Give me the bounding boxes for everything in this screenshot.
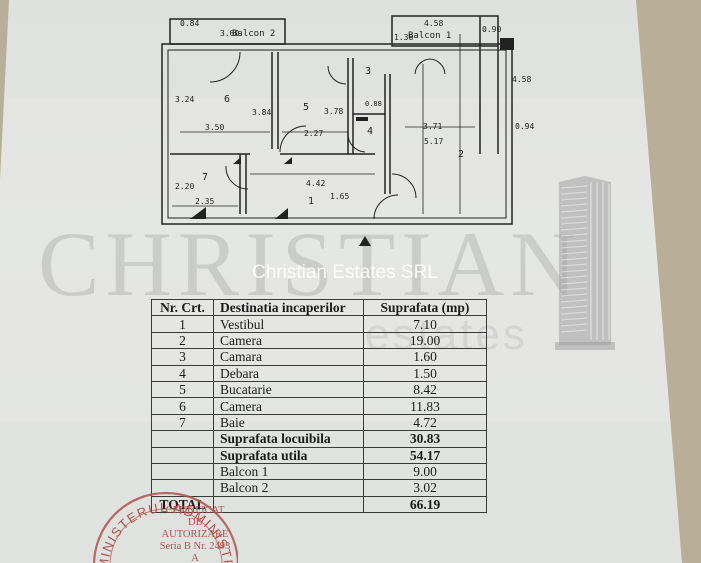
- room-7-dim-b: 2.35: [195, 197, 214, 206]
- balcony-2-dim-depth: 0.84: [180, 19, 199, 28]
- room-6-dim-c: 3.84: [252, 108, 271, 117]
- room-1-number: 1: [308, 196, 314, 207]
- stamp-line: CERTIFICAT: [165, 505, 225, 516]
- cell-room: Camara: [213, 348, 364, 366]
- header-room: Destinatia incaperilor: [213, 298, 364, 317]
- cell-room: Bucatarie: [213, 380, 364, 399]
- stamp-line: A: [191, 553, 199, 563]
- room-2-dim-a: 3.71: [423, 122, 442, 131]
- stamp-line: DE: [188, 517, 202, 528]
- room-1-dim-b: 1.65: [330, 192, 349, 201]
- room-2-dim-b: 5.17: [424, 137, 443, 146]
- cell-area: 30.83: [363, 430, 487, 448]
- header-nr: Nr. Crt.: [151, 298, 214, 317]
- official-stamp: MINISTERUL ADMINISTRATIEI PUBLICE: [88, 470, 238, 563]
- cell-room: Camera: [213, 331, 364, 350]
- cell-area: 54.17: [363, 446, 487, 464]
- balcony-2-dim-width: 3.60: [220, 29, 239, 38]
- room-7-number: 7: [202, 172, 208, 183]
- cell-nr: 6: [151, 397, 214, 415]
- balcony-1-dim-side: 0.90: [482, 25, 501, 34]
- room-2-number: 2: [458, 149, 464, 160]
- cell-area: 9.00: [363, 462, 487, 481]
- cell-room: Camera: [213, 397, 364, 415]
- cell-total-area: 66.19: [363, 495, 487, 514]
- header-area: Suprafata (mp): [363, 298, 487, 317]
- cell-area: 1.50: [363, 364, 487, 382]
- cell-area: 7.10: [363, 315, 487, 333]
- floor-plan: Balcon 2 0.84 3.60 Balcon 1 4.58 1.38 0.…: [160, 14, 540, 259]
- cell-area: 19.00: [363, 331, 487, 350]
- floor-plan-drawing: Balcon 2 0.84 3.60 Balcon 1 4.58 1.38 0.…: [161, 15, 534, 259]
- room-5-dim-a: 3.78: [324, 107, 343, 116]
- stamp-center-text: CERTIFICAT DE AUTORIZARE Seria B Nr. 249…: [150, 505, 240, 563]
- watermark-company-name: Christian Estates SRL: [252, 262, 438, 283]
- room-7-dim-a: 2.20: [175, 182, 194, 191]
- room-6-dim-b: 3.50: [205, 123, 224, 132]
- cell-room: Baie: [213, 413, 364, 432]
- room-5-dim-b: 2.27: [304, 129, 323, 138]
- tower-building-icon: [555, 176, 615, 350]
- cell-area: 3.02: [363, 479, 487, 497]
- room-2-dim-c: 4.58: [512, 75, 531, 84]
- balcony-2-label: Balcon 2: [232, 29, 275, 39]
- cell-room: Vestibul: [213, 315, 364, 333]
- stamp-line: AUTORIZARE: [161, 529, 229, 540]
- cell-area: 4.72: [363, 413, 487, 432]
- cell-nr: 5: [151, 380, 214, 399]
- cell-room: Balcon 2: [213, 479, 364, 497]
- cell-room: Debara: [213, 364, 364, 382]
- cell-area: 11.83: [363, 397, 487, 415]
- watermark-brand-large: CHRISTIAN: [38, 213, 583, 315]
- cell-nr: [151, 446, 214, 464]
- balcony-1-dim-width: 4.58: [424, 19, 443, 28]
- balcony-1-dim-depth: 1.38: [394, 33, 413, 42]
- cell-nr: 3: [151, 348, 214, 366]
- cell-area: 8.42: [363, 380, 487, 399]
- room-6-dim-a: 3.24: [175, 95, 194, 104]
- cell-nr: 4: [151, 364, 214, 382]
- surface-table: Nr. Crt. Destinatia incaperilor Suprafat…: [151, 298, 487, 514]
- balcony-1-label: Balcon 1: [408, 31, 451, 41]
- cell-nr: 2: [151, 331, 214, 350]
- cell-room: Suprafata utila: [213, 446, 364, 464]
- room-3-dim: 0.88: [365, 100, 382, 108]
- room-6-number: 6: [224, 94, 230, 105]
- cell-room: Suprafata locuibila: [213, 430, 364, 448]
- cell-room: Balcon 1: [213, 462, 364, 481]
- cell-nr: 7: [151, 413, 214, 432]
- room-4-number: 4: [367, 126, 373, 137]
- cell-nr: 1: [151, 315, 214, 333]
- cell-area: 1.60: [363, 348, 487, 366]
- room-2-dim-d: 0.94: [515, 122, 534, 131]
- room-5-number: 5: [303, 102, 309, 113]
- room-3-number: 3: [365, 66, 371, 77]
- table-header-row: Nr. Crt. Destinatia incaperilor Suprafat…: [151, 298, 487, 317]
- room-1-dim-a: 4.42: [306, 179, 325, 188]
- cell-nr: [151, 430, 214, 448]
- stamp-line: Seria B Nr. 2493: [159, 541, 231, 552]
